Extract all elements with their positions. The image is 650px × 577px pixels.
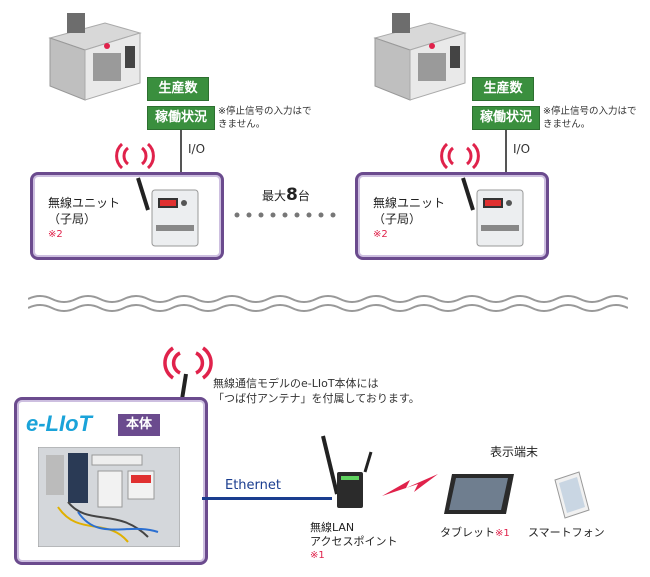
io-label-2: I/O [513,142,531,156]
io-line-2 [505,130,507,172]
eliot-logo: e-LIoT [26,411,92,436]
wireless-unit-label-2: 無線ユニット （子局） ※2 [373,196,446,240]
io-line [180,130,182,172]
wireless-unit-device-icon [136,177,199,247]
operation-status-tag-2: 稼働状況 [472,106,540,130]
antenna-note: 無線通信モデルのe-LIoT本体には 「つば付アンテナ」を付属しております。 [213,377,420,405]
wireless-unit-device-icon-2 [461,177,524,247]
smartphone-label: スマートフォン [528,526,605,539]
radio-wave-icon [115,142,155,170]
operation-status-tag: 稼働状況 [147,106,215,130]
display-terminal-title: 表示端末 [490,445,539,459]
max-units-label: 最大8台 [262,185,310,205]
stop-signal-note-2: ※停止信号の入力はできません。 [543,106,637,130]
ethernet-line [202,497,332,500]
io-label: I/O [188,142,206,156]
wireless-signal-icon [382,474,438,496]
access-point-label: 無線LAN アクセスポイント ※1 [310,521,398,561]
wireless-unit-label: 無線ユニット （子局） ※2 [48,196,121,240]
production-count-tag-2: 生産数 [472,77,534,101]
machine-tool-icon [48,13,142,101]
wave-divider [28,295,628,312]
radio-wave-icon-2 [440,142,480,170]
smartphone-icon [554,471,590,519]
ethernet-label: Ethernet [225,478,281,493]
machine-tool-icon-2 [373,13,467,101]
stop-signal-note: ※停止信号の入力はできません。 [218,106,312,130]
tablet-label: タブレット※1 [440,526,510,539]
dotted-separator [234,212,336,218]
production-count-tag: 生産数 [147,77,209,101]
access-point-icon [321,435,373,508]
main-radio-wave-icon [163,346,213,380]
tablet-icon [444,474,514,514]
eliot-main-badge: 本体 [118,414,160,436]
control-panel-image [38,447,180,547]
